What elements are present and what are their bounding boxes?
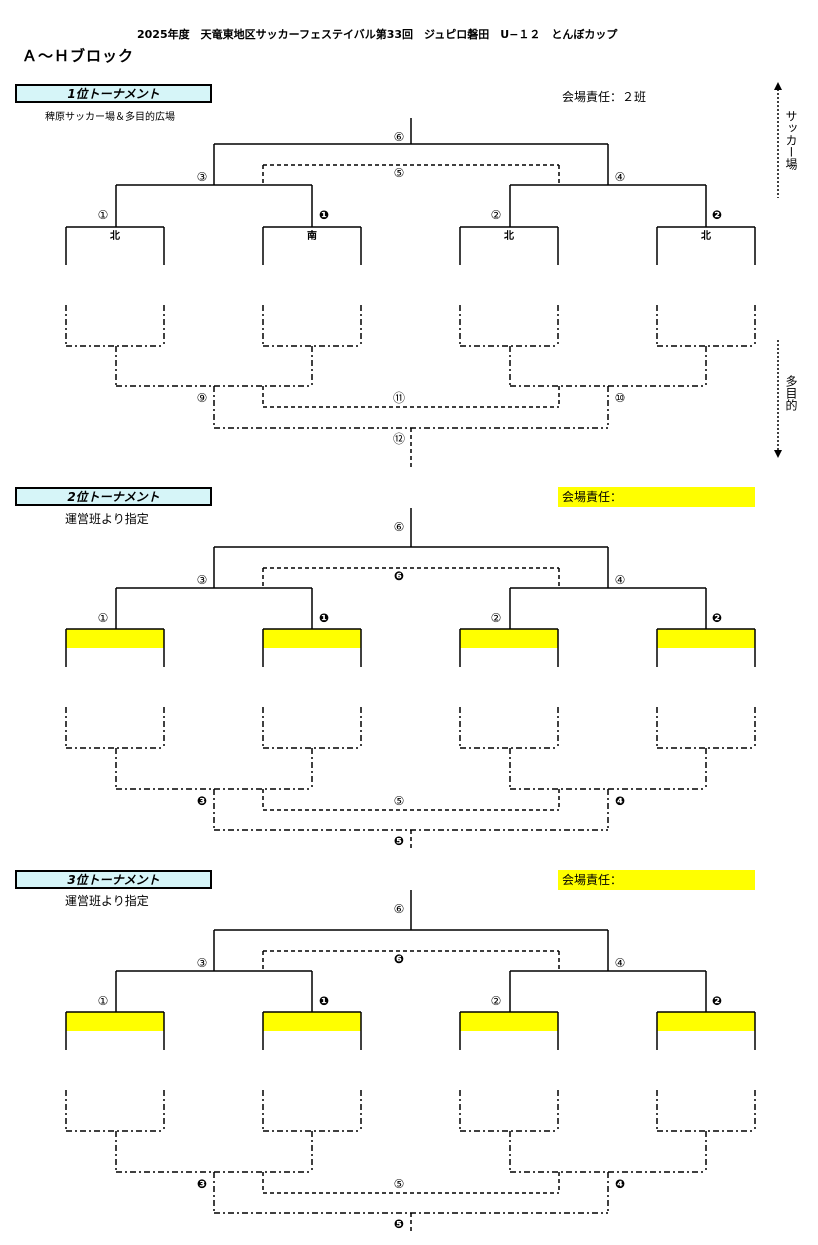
match-label-semi-right: ④ xyxy=(615,170,626,184)
match-label-lower-right: ⑩ xyxy=(615,391,626,405)
side-label-soccer-field: サッカー場 xyxy=(784,110,798,170)
block-name: Ａ〜Ｈブロック xyxy=(22,47,135,65)
match-label-r1-4: ❷ xyxy=(712,994,722,1008)
match-label-semi-left: ③ xyxy=(197,573,208,587)
match-label-semi-right: ④ xyxy=(615,956,626,970)
match-label-upper-center: ❻ xyxy=(394,952,404,966)
tournament-1-title: 1位トーナメント xyxy=(15,84,212,103)
side-label-multipurpose: 多目的 xyxy=(784,375,798,411)
match-label-upper-center: ❻ xyxy=(394,569,404,583)
match-label-lower-left: ⑨ xyxy=(197,391,208,405)
match-label-lower-right: ❹ xyxy=(615,1177,625,1191)
team-slot-highlight xyxy=(460,629,558,648)
match-label-lower-right: ❹ xyxy=(615,794,625,808)
tournament-3-responsibility: 会場責任： xyxy=(558,870,755,890)
team-slot-highlight xyxy=(66,1012,164,1031)
team-slot-highlight xyxy=(263,629,361,648)
match-label-upper-center: ⑤ xyxy=(394,166,405,180)
match-label-lower-final: ❺ xyxy=(394,1217,404,1231)
match-label-lower-mid: ⑪ xyxy=(393,391,405,405)
match-label-r1-1: ① xyxy=(98,208,109,222)
match-label-semi-right: ④ xyxy=(615,573,626,587)
match-label-semi-left: ③ xyxy=(197,170,208,184)
match-label-lower-left: ❸ xyxy=(197,794,207,808)
team-slot-label: 北 xyxy=(110,229,120,242)
team-slot-highlight xyxy=(66,629,164,648)
match-label-r1-3: ② xyxy=(491,611,502,625)
tournament-1-venue: 稗原サッカー場＆多目的広場 xyxy=(45,112,175,123)
match-label-r1-2: ❶ xyxy=(319,994,329,1008)
match-label-lower-final: ❺ xyxy=(394,834,404,848)
team-slot-label: 南 xyxy=(307,229,317,242)
match-label-r1-3: ② xyxy=(491,994,502,1008)
match-label-final: ⑥ xyxy=(394,520,405,534)
match-label-lower-mid: ⑤ xyxy=(394,794,405,808)
tournament-3-title: 3位トーナメント xyxy=(15,870,212,889)
match-label-semi-left: ③ xyxy=(197,956,208,970)
team-slot-label: 北 xyxy=(701,229,711,242)
match-label-final: ⑥ xyxy=(394,902,405,916)
arrow-up-icon xyxy=(774,82,782,90)
team-slot-highlight xyxy=(460,1012,558,1031)
tournament-1-responsibility: 会場責任：２班 xyxy=(562,90,647,104)
team-slot-highlight xyxy=(657,1012,755,1031)
tournament-2-title: 2位トーナメント xyxy=(15,487,212,506)
tournament-2-responsibility: 会場責任： xyxy=(558,487,755,507)
event-title: 2025年度 天竜東地区サッカーフェステイバル第33回 ジュピロ磐田 U−１２ … xyxy=(137,28,618,41)
match-label-r1-2: ❶ xyxy=(319,208,329,222)
match-label-lower-mid: ⑤ xyxy=(394,1177,405,1191)
team-slot-highlight xyxy=(263,1012,361,1031)
team-slot-label: 北 xyxy=(504,229,514,242)
match-label-r1-4: ❷ xyxy=(712,611,722,625)
match-label-final: ⑥ xyxy=(394,130,405,144)
arrow-down-icon xyxy=(774,450,782,458)
team-slot-highlight xyxy=(657,629,755,648)
match-label-lower-left: ❸ xyxy=(197,1177,207,1191)
match-label-r1-2: ❶ xyxy=(319,611,329,625)
match-label-r1-3: ② xyxy=(491,208,502,222)
match-label-lower-final: ⑫ xyxy=(393,432,405,446)
tournament-2-venue: 運営班より指定 xyxy=(65,512,149,526)
match-label-r1-1: ① xyxy=(98,611,109,625)
match-label-r1-4: ❷ xyxy=(712,208,722,222)
tournament-3-venue: 運営班より指定 xyxy=(65,894,149,908)
match-label-r1-1: ① xyxy=(98,994,109,1008)
